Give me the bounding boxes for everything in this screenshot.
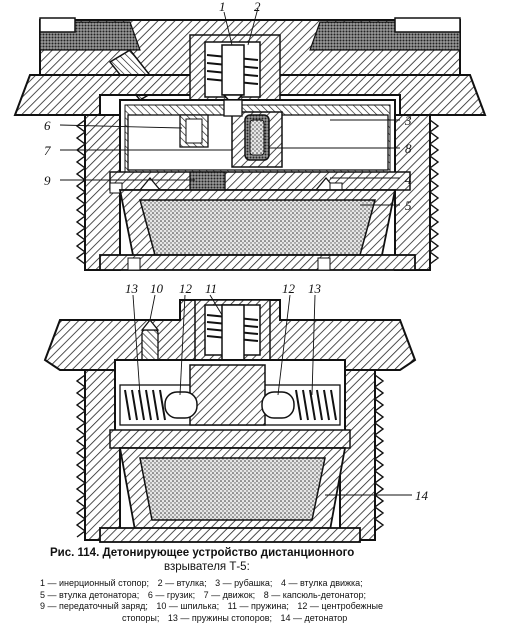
bottom-threads-left	[75, 374, 87, 538]
detonator-charge	[139, 199, 376, 256]
legend-item: 5 — втулка детонатора;	[40, 589, 140, 600]
threads-right	[428, 119, 440, 265]
plunger-stem	[221, 44, 245, 96]
callout-1: 1	[219, 0, 226, 14]
bottom-leaders	[132, 294, 412, 496]
callout-5: 5	[405, 198, 412, 213]
legend-item: 7 — движок;	[203, 589, 256, 600]
callout-11: 11	[205, 281, 218, 296]
caption-title-line-2: взрывателя Т-5:	[164, 561, 250, 573]
callout-14: 14	[415, 488, 428, 503]
bottom-plunger-stem	[221, 304, 245, 361]
stopper-spring-13-left	[124, 389, 166, 421]
legend-line: 1 — инерционный стопор; 2 — втулка; 3 — …	[40, 578, 480, 590]
legend-line: 9 — передаточный заряд; 10 — шпилька; 11…	[40, 601, 480, 613]
bottom-center-block	[189, 364, 266, 426]
callout-12-left: 12	[179, 281, 192, 296]
threaded-right-wall	[394, 114, 431, 271]
top-leaders	[59, 7, 400, 206]
bottom-section-view	[43, 299, 417, 543]
callout-10: 10	[150, 281, 163, 296]
bottom-threads-right	[373, 374, 385, 532]
foot-right	[317, 257, 331, 271]
callout-13-right: 13	[308, 281, 321, 296]
bottom-base	[99, 527, 361, 543]
caption-legend: 1 — инерционный стопор; 2 — втулка; 3 — …	[40, 578, 480, 624]
caption-title-line-1: Рис. 114. Детонирующее устройство дистан…	[50, 547, 355, 559]
cap-left-lip	[39, 17, 76, 33]
legend-item: 12 — центробежные	[297, 601, 384, 611]
callout-7: 7	[44, 143, 51, 158]
top-base	[99, 254, 416, 271]
legend-item: 14 — детонатор	[280, 612, 348, 623]
legend-item: 8 — капсюль-детонатор;	[263, 589, 366, 600]
bottom-threaded-right-wall	[339, 369, 376, 541]
legend-item: 13 — пружины стопоров;	[167, 612, 272, 623]
callout-9: 9	[44, 173, 51, 188]
legend-item: 4 — втулка движка;	[280, 578, 363, 588]
legend-item: стопоры;	[122, 612, 160, 623]
legend-item: 3 — рубашка;	[215, 578, 273, 588]
top-section-view	[13, 17, 487, 271]
callout-4: 4	[405, 172, 412, 187]
stopper-spring-13-right	[295, 389, 337, 421]
legend-item: 10 — шпилька;	[156, 601, 220, 611]
bottom-sleeve	[109, 429, 351, 449]
callout-13-left: 13	[125, 281, 138, 296]
callout-6: 6	[44, 118, 51, 133]
foot-left	[127, 257, 141, 271]
threads-left	[75, 119, 87, 265]
legend-item: 9 — передаточный заряд;	[40, 601, 148, 611]
legend-item: 6 — грузик;	[147, 589, 196, 600]
figure-caption: Рис. 114. Детонирующее устройство дистан…	[40, 546, 480, 624]
centrifugal-stopper-12-left	[164, 391, 198, 419]
centrifugal-stopper-12-right	[261, 391, 295, 419]
cap-right-lip	[394, 17, 461, 33]
legend-item: 1 — инерционный стопор;	[40, 578, 150, 588]
callout-8: 8	[405, 141, 412, 156]
pin-10-tip	[140, 318, 160, 331]
fuze-diagram	[13, 7, 487, 543]
capsule-detonator-8-inner	[249, 119, 265, 156]
weight-6-core	[185, 118, 203, 144]
step-left	[109, 182, 123, 194]
legend-line: 5 — втулка детонатора; 6 — грузик; 7 — д…	[40, 590, 480, 602]
detonator-14	[139, 457, 326, 521]
legend-line: стопоры; 13 — пружины стопоров; 14 — дет…	[40, 613, 480, 625]
callout-2: 2	[254, 0, 261, 14]
inertial-stopper-1	[223, 99, 243, 117]
callout-12-right: 12	[282, 281, 295, 296]
legend-item: 11 — пружина;	[227, 601, 289, 611]
callout-3: 3	[405, 113, 412, 128]
legend-item: 2 — втулка;	[157, 578, 207, 588]
